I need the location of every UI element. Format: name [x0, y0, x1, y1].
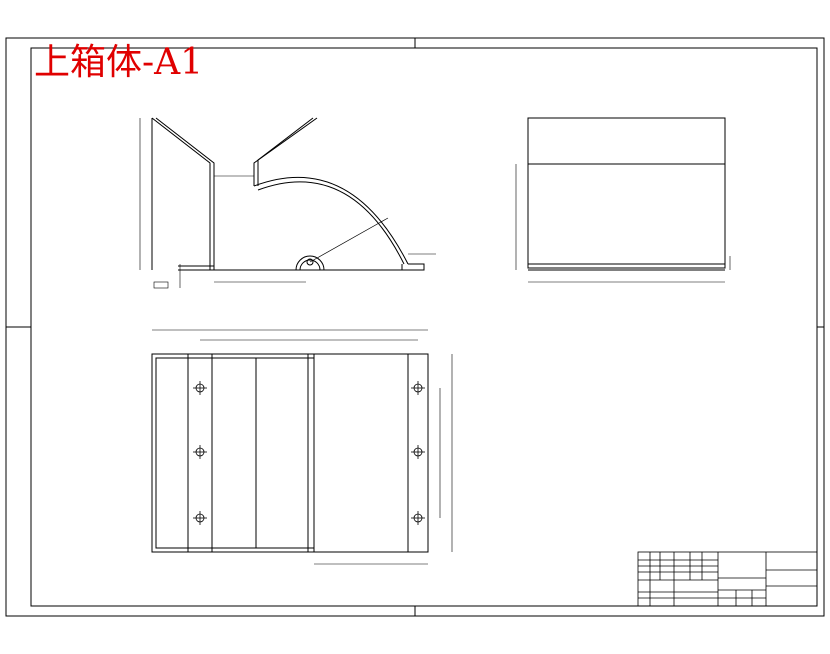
- side-view: [515, 117, 731, 283]
- drawing-title: 上箱体-A1: [34, 42, 203, 83]
- bolt-holes: [193, 381, 425, 525]
- plan-view: [151, 329, 453, 565]
- drawing-frame: [5, 37, 825, 617]
- front-view: [139, 117, 436, 289]
- title-block: [637, 551, 818, 607]
